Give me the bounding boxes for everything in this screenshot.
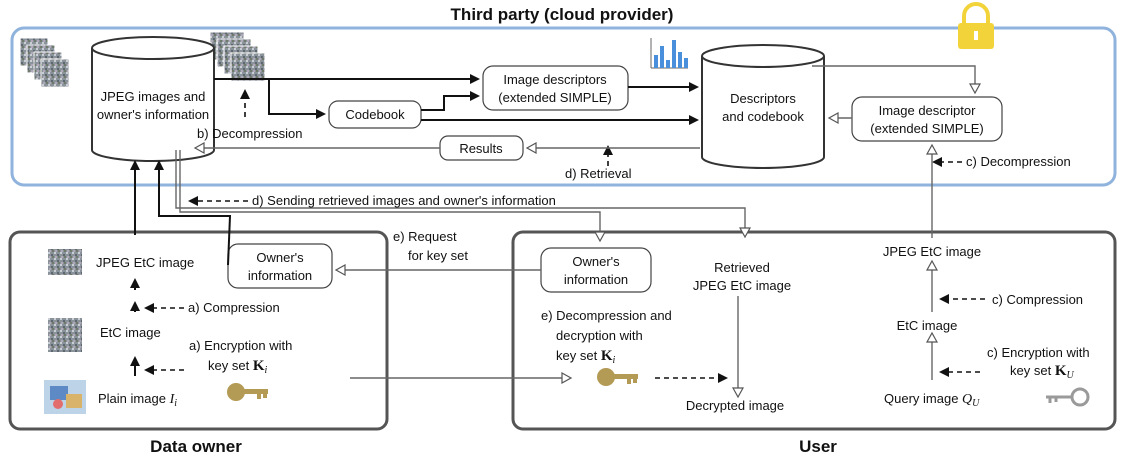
- plain-image-label: Plain image Ii: [98, 391, 177, 409]
- encrypted-images-stack-icon: [209, 31, 266, 82]
- image-descriptor-label: (extended SIMPLE): [870, 121, 983, 136]
- b-decompression-label: b) Decompression: [197, 126, 303, 141]
- owner-jpeg-etc-label: JPEG EtC image: [96, 255, 194, 270]
- cloud-solid-arrows: [214, 74, 699, 125]
- owner-info-label: information: [248, 268, 312, 283]
- owner-info-label: Owner's: [256, 250, 304, 265]
- image-descriptor-box: [851, 96, 1003, 142]
- image-descriptors-label: Image descriptors: [503, 72, 607, 87]
- database-label: and codebook: [722, 109, 804, 124]
- retrieved-label: Retrieved: [714, 260, 770, 275]
- data-owner-title: Data owner: [150, 437, 242, 456]
- jpeg-etc-image-thumbnail: [48, 249, 82, 275]
- lock-icon: [958, 2, 994, 49]
- key-symbol: K: [253, 358, 265, 374]
- decrypted-image-label: Decrypted image: [686, 398, 784, 413]
- d-retrieval-label: d) Retrieval: [565, 166, 632, 181]
- image-descriptor-label: Image descriptor: [879, 103, 976, 118]
- e-request-label: for key set: [408, 248, 468, 263]
- key-icon: [227, 383, 268, 401]
- histogram-icon: [650, 38, 688, 69]
- c-encryption-label: c) Encryption with: [987, 345, 1090, 360]
- retrieved-label: JPEG EtC image: [693, 278, 791, 293]
- c-encryption-keyset-label: key set KU: [1010, 363, 1074, 381]
- image-descriptors-label: (extended SIMPLE): [498, 90, 611, 105]
- dashed-arrows: [144, 89, 985, 383]
- c-decompression-label: c) Decompression: [966, 154, 1071, 169]
- owner-info-box: [227, 243, 333, 289]
- user-jpeg-etc-label: JPEG EtC image: [883, 244, 981, 259]
- plain-image-thumbnail: [44, 380, 86, 414]
- key-icon: [597, 368, 638, 386]
- e-decomp-label: decryption with: [556, 328, 643, 343]
- e-request-label: e) Request: [393, 229, 457, 244]
- key-symbol: K: [1055, 363, 1067, 379]
- database-label: JPEG images and: [101, 89, 206, 104]
- hollow-arrows: [175, 65, 975, 396]
- d-sending-label: d) Sending retrieved images and owner's …: [252, 193, 556, 208]
- key-symbol: K: [601, 348, 613, 364]
- etc-image-thumbnail: [48, 318, 82, 352]
- codebook-label: Codebook: [345, 107, 405, 122]
- a-compression-label: a) Compression: [188, 300, 280, 315]
- a-encryption-label: a) Encryption with: [189, 338, 292, 353]
- jpeg-owner-database: [91, 36, 215, 162]
- key-icon: [1046, 387, 1090, 407]
- user-title: User: [799, 437, 837, 456]
- database-label: owner's information: [97, 107, 209, 122]
- results-label: Results: [459, 141, 503, 156]
- database-label: Descriptors: [730, 91, 796, 106]
- encrypted-images-stack-icon: [19, 37, 70, 88]
- user-etc-label: EtC image: [897, 318, 958, 333]
- c-compression-label: c) Compression: [992, 292, 1083, 307]
- e-decomp-label: e) Decompression and: [541, 308, 672, 323]
- user-panel: [511, 230, 1117, 431]
- a-encryption-keyset-label: key set Ki: [208, 358, 267, 376]
- codebook-box: [328, 100, 422, 129]
- owner-upload-arrows: [130, 160, 232, 376]
- user-owner-info-label: information: [564, 272, 628, 287]
- query-image-label: Query image QU: [884, 391, 980, 409]
- user-owner-info-label: Owner's: [572, 254, 620, 269]
- e-decomp-keyset-label: key set Ki: [556, 348, 615, 366]
- descriptors-database: [701, 44, 825, 169]
- third-party-title: Third party (cloud provider): [451, 5, 674, 24]
- owner-etc-label: EtC image: [100, 325, 161, 340]
